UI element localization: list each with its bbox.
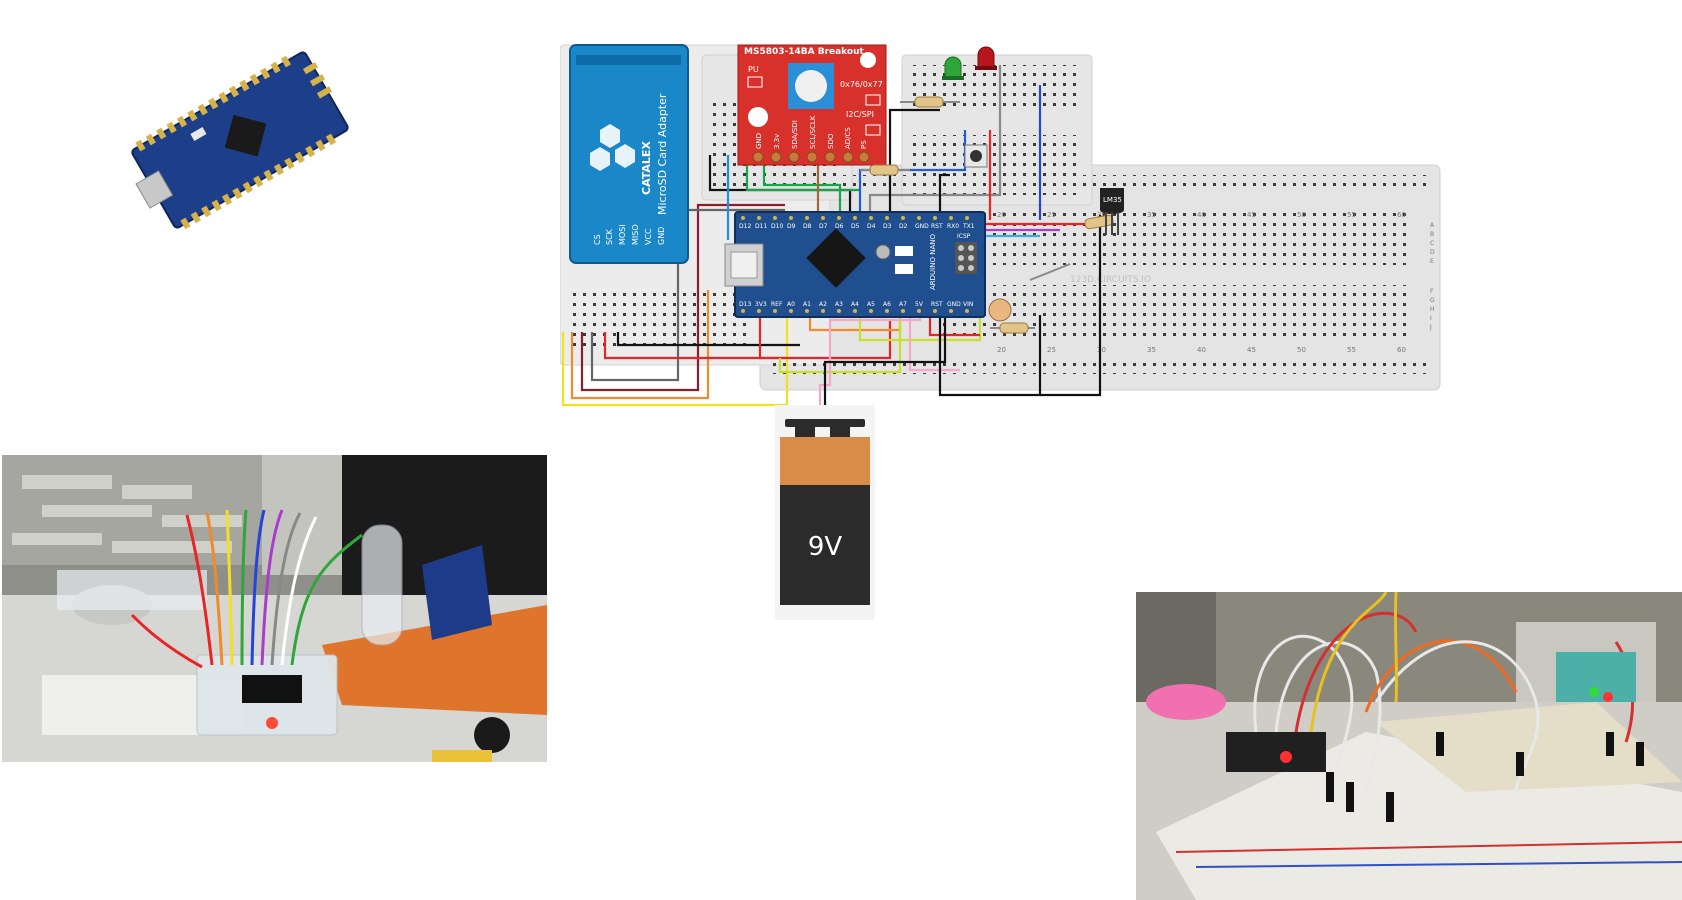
nano-top-pin: D10 [771, 223, 783, 230]
resistor [900, 96, 960, 108]
nano-name: ARDUINO NANO [929, 234, 937, 290]
nano-bottom-pin: A7 [899, 301, 907, 308]
sensor-pin: AD/CS [844, 127, 852, 149]
nano-bottom-pin: A0 [787, 301, 795, 308]
col-number: 40 [1197, 211, 1206, 219]
nano-bottom-pin: RST [931, 301, 943, 308]
nano-bottom-pin: A4 [851, 301, 859, 308]
nano-bottom-pin: A1 [803, 301, 811, 308]
col-number: 20 [997, 346, 1006, 354]
nano-bottom-pin: A5 [867, 301, 875, 308]
row-letter: A [1430, 222, 1435, 229]
nano-bottom-pin: 5V [915, 301, 924, 308]
nano-top-pin: TX1 [962, 223, 975, 230]
pressure-sensor-board: MS5803-14BA Breakout PU 0x76/0x77 I2C/SP… [737, 44, 887, 166]
nano-bottom-pin: VIN [963, 301, 973, 308]
resistor [860, 164, 910, 176]
sd-pin-mosi: MOSI [618, 224, 627, 245]
nano-top-pin: GND [915, 223, 929, 230]
sensor-mode: I2C/SPI [846, 110, 874, 119]
nano-bottom-pin: A6 [883, 301, 891, 308]
col-number: 60 [1397, 211, 1406, 219]
col-number: 20 [997, 211, 1006, 219]
sensor-pin: 3.3v [773, 134, 781, 149]
col-number: 30 [1097, 211, 1106, 219]
col-number: 50 [1297, 346, 1306, 354]
nano-bottom-pin: D13 [739, 301, 751, 308]
sensor-title: MS5803-14BA Breakout [744, 47, 865, 57]
sensor-address: 0x76/0x77 [840, 80, 883, 89]
col-number: 55 [1347, 346, 1356, 354]
arduino-nano-photo [110, 40, 370, 235]
col-number: 30 [1097, 346, 1106, 354]
sd-brand: CATALEX [640, 141, 653, 195]
sensor-pin: SDA/SDI [791, 120, 799, 149]
sensor-pu-label: PU [748, 65, 759, 74]
lm35-sensor: LM35 [1100, 188, 1124, 235]
enclosure-photo [2, 455, 547, 762]
sd-pin-gnd: GND [657, 227, 666, 245]
nano-top-pin: D9 [787, 223, 796, 230]
col-number: 55 [1347, 211, 1356, 219]
nano-top-pin: D8 [803, 223, 812, 230]
nano-icsp: ICSP [957, 233, 971, 240]
circuit-schematic: 123D.CIRCUITS.IO 20 25 30 35 40 45 50 55… [560, 44, 1441, 620]
row-letter: E [1430, 258, 1434, 265]
row-letter: D [1430, 249, 1435, 256]
row-letter: C [1430, 240, 1434, 247]
row-letter: H [1430, 306, 1435, 313]
arduino-nano-board: ARDUINO NANO ICSP D12 D11 D10 D9 D8 D7 D… [724, 211, 986, 318]
row-letter: B [1430, 231, 1434, 238]
nano-bottom-pin: GND [947, 301, 961, 308]
battery-9v: 9V [775, 405, 875, 620]
nano-bottom-pin: A2 [819, 301, 827, 308]
sd-pin-sck: SCK [605, 228, 614, 245]
sensor-pin: SDO [827, 133, 835, 149]
nano-bottom-pin: 3V3 [755, 301, 767, 308]
nano-top-pin: D11 [755, 223, 767, 230]
nano-bottom-pin: A3 [835, 301, 843, 308]
nano-top-pin: D3 [883, 223, 892, 230]
col-number: 50 [1297, 211, 1306, 219]
col-number: 40 [1197, 346, 1206, 354]
col-number: 35 [1147, 346, 1156, 354]
lm35-label: LM35 [1103, 196, 1122, 204]
row-letter: I [1430, 315, 1432, 322]
battery-label: 9V [808, 532, 843, 562]
nano-top-pin: D7 [819, 223, 828, 230]
col-number: 45 [1247, 346, 1256, 354]
nano-top-pin: RST [931, 223, 943, 230]
col-number: 25 [1047, 211, 1056, 219]
green-led [942, 56, 964, 80]
sd-title: MicroSD Card Adapter [656, 93, 669, 215]
photoresistor [988, 298, 1012, 322]
nano-top-pin: RX0 [947, 223, 959, 230]
sd-card-module: CATALEX MicroSD Card Adapter CS SCK MOSI… [569, 44, 689, 264]
row-letter: F [1430, 288, 1434, 295]
sensor-pin: PS [860, 140, 868, 149]
nano-top-pin: D6 [835, 223, 844, 230]
nano-top-pin: D5 [851, 223, 860, 230]
col-number: 25 [1047, 346, 1056, 354]
col-number: 60 [1397, 346, 1406, 354]
col-number: 35 [1147, 211, 1156, 219]
sd-pin-vcc: VCC [644, 228, 653, 245]
col-number: 45 [1247, 211, 1256, 219]
row-letter: G [1430, 297, 1435, 304]
nano-top-pin: D12 [739, 223, 751, 230]
push-button [964, 144, 988, 168]
breadboard-prototype-photo [1136, 592, 1682, 900]
sd-pin-miso: MISO [631, 224, 640, 245]
nano-top-pin: D2 [899, 223, 908, 230]
breadboard-watermark: 123D.CIRCUITS.IO [1070, 275, 1151, 285]
sensor-pin: GND [755, 133, 763, 149]
nano-bottom-pin: REF [771, 301, 783, 308]
row-letter: J [1429, 324, 1432, 331]
sensor-pin: SCL/SCLK [809, 115, 817, 149]
nano-top-pin: D4 [867, 223, 876, 230]
resistor [990, 322, 1035, 334]
red-led [975, 46, 997, 70]
sd-pin-cs: CS [593, 234, 602, 245]
